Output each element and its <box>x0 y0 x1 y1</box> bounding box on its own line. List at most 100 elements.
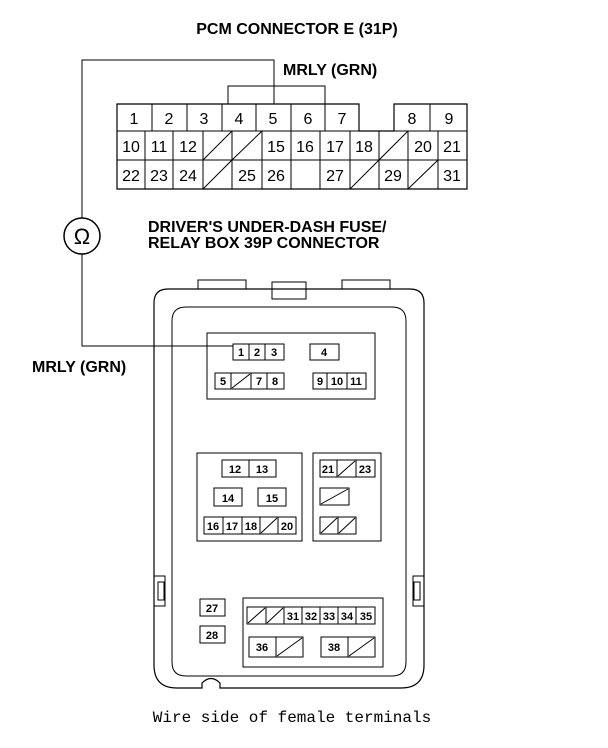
fusebox-cell <box>319 487 350 506</box>
fusebox-pin: 32 <box>305 611 317 623</box>
fusebox-lock-tab <box>271 281 307 300</box>
fusebox-cell <box>257 487 287 507</box>
fusebox-pin: 8 <box>272 376 278 388</box>
fusebox-pin: 1 <box>238 347 244 359</box>
fusebox-cell <box>213 487 243 507</box>
fusebox-cell <box>275 636 304 658</box>
pcm-pin: 3 <box>200 111 209 128</box>
fusebox-cell <box>309 343 340 361</box>
pcm-connector-title: PCM CONNECTOR E (31P) <box>196 21 398 38</box>
pcm-pin: 4 <box>235 111 244 128</box>
fusebox-pin: 16 <box>207 521 219 533</box>
fusebox-pin-labels: 1 2 3 4 5 7 8 9 10 11 12 13 14 15 16 17 … <box>206 347 372 654</box>
fusebox-housing <box>153 288 425 689</box>
fusebox-cell <box>347 636 376 658</box>
pcm-pin: 11 <box>151 139 168 156</box>
fusebox-pin: 17 <box>226 521 238 533</box>
fusebox-pin: 12 <box>229 464 241 476</box>
fusebox-side-latch-left <box>157 581 165 601</box>
fusebox-pin: 31 <box>287 611 299 623</box>
fusebox-pin: 38 <box>328 642 340 654</box>
fusebox-cell <box>277 516 297 535</box>
pcm-pin: 6 <box>304 111 313 128</box>
pcm-row1-dividers <box>151 104 431 131</box>
fusebox-pin: 9 <box>317 376 323 388</box>
fusebox-pin: 10 <box>331 376 343 388</box>
fusebox-pin: 20 <box>281 521 293 533</box>
fusebox-pin: 33 <box>323 611 335 623</box>
fusebox-pin: 18 <box>245 521 257 533</box>
fusebox-pin: 36 <box>256 642 268 654</box>
pcm-empty-cavities <box>202 130 439 190</box>
pcm-pin: 25 <box>238 168 256 185</box>
test-lead-wire <box>81 59 275 218</box>
fusebox-pin: 15 <box>266 493 278 505</box>
pcm-pin: 1 <box>130 111 139 128</box>
fusebox-cell <box>266 372 285 390</box>
fusebox-terminal-block <box>196 452 303 542</box>
fusebox-side-latch-left <box>153 575 166 607</box>
pcm-pin: 29 <box>384 168 402 185</box>
caption: Wire side of female terminals <box>153 709 431 727</box>
pcm-connector-housing <box>116 103 468 190</box>
test-lead-wire <box>81 254 233 347</box>
fusebox-empty-cavity <box>231 373 251 389</box>
fusebox-pin: 5 <box>220 376 226 388</box>
fusebox-cell <box>199 625 226 644</box>
fusebox-cell <box>248 459 277 478</box>
fusebox-side-latch-right <box>413 581 421 601</box>
pcm-pin: 23 <box>150 168 168 185</box>
fusebox-pin: 11 <box>350 376 362 388</box>
pcm-pin: 20 <box>414 139 432 156</box>
pcm-pin: 21 <box>443 139 461 156</box>
pcm-pin: 17 <box>326 139 344 156</box>
fusebox-empty-cavity <box>260 517 278 534</box>
ohmmeter-icon <box>63 217 101 255</box>
fusebox-empty-cavity <box>320 488 349 505</box>
fusebox-cell <box>264 343 285 361</box>
fusebox-terminal-block <box>312 452 382 542</box>
fusebox-pin: 7 <box>256 376 262 388</box>
fusebox-pin: 27 <box>206 603 218 615</box>
fusebox-title-line1: DRIVER'S UNDER-DASH FUSE/ <box>148 219 387 236</box>
pcm-row2-dividers <box>144 131 439 160</box>
pcm-pin: 26 <box>267 168 285 185</box>
fusebox-pin: 34 <box>341 611 354 623</box>
pcm-pin: 18 <box>355 139 373 156</box>
pcm-pin: 7 <box>338 111 347 128</box>
fusebox-terminal-block <box>242 597 384 668</box>
pcm-pin: 9 <box>445 111 454 128</box>
fusebox-side-latch-right <box>412 575 425 607</box>
pcm-pin: 5 <box>269 111 278 128</box>
fusebox-wire-label: MRLY (GRN) <box>32 359 126 376</box>
pcm-pin: 12 <box>179 139 197 156</box>
fusebox-top-tab <box>341 279 391 289</box>
fusebox-empty-cavity <box>247 607 266 624</box>
fusebox-top-tab <box>197 279 247 289</box>
pcm-pin-labels: 1 2 3 4 5 6 7 8 9 10 11 12 15 16 17 18 2… <box>122 111 461 185</box>
pcm-pin: 24 <box>179 168 197 185</box>
pcm-pin: 16 <box>296 139 314 156</box>
pcm-pin: 27 <box>326 168 344 185</box>
fusebox-empty-cavity <box>337 460 356 477</box>
fusebox-pin: 13 <box>256 464 268 476</box>
fusebox-pin: 14 <box>222 493 235 505</box>
fusebox-pin: 2 <box>254 347 260 359</box>
pcm-lock-tab <box>227 85 326 104</box>
fusebox-empty-cavity <box>348 637 375 657</box>
pcm-wire-label: MRLY (GRN) <box>283 62 377 79</box>
pcm-pin: 8 <box>408 111 417 128</box>
pcm-pin: 31 <box>443 168 461 185</box>
fusebox-pin: 28 <box>206 630 218 642</box>
pcm-pin: 22 <box>122 168 140 185</box>
fusebox-pin: 35 <box>360 611 372 623</box>
fusebox-pin: 21 <box>322 464 334 476</box>
fusebox-cell <box>355 459 376 478</box>
fusebox-pin: 4 <box>321 347 328 359</box>
fusebox-cell <box>199 598 226 617</box>
fusebox-empty-cavity <box>266 607 284 624</box>
fusebox-title-line2: RELAY BOX 39P CONNECTOR <box>148 235 380 252</box>
fusebox-cell <box>355 606 376 625</box>
fusebox-cell <box>346 372 367 390</box>
